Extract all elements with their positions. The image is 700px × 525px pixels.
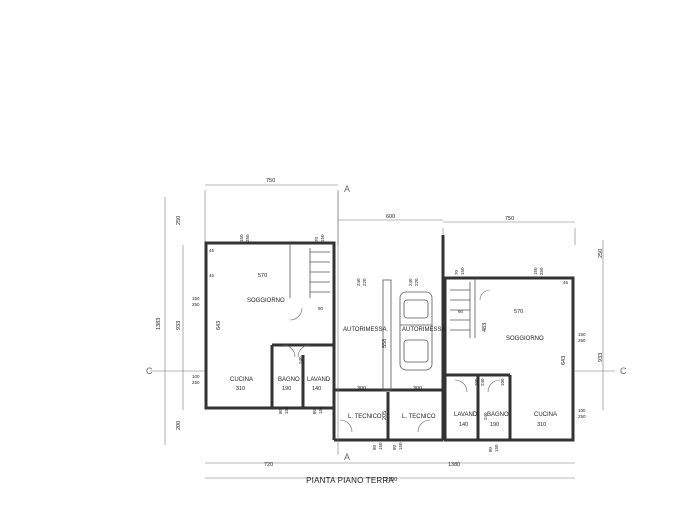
dim-w150-e: 150 [494, 444, 499, 452]
garage-walls [332, 235, 445, 442]
dim-left-200: 200 [176, 421, 182, 430]
dim-w80-a: 80 [278, 408, 283, 414]
dim-top-750-left: 750 [266, 178, 275, 184]
section-mark-c-left: C [146, 366, 153, 376]
dim-w90-left: 90 [318, 306, 324, 311]
dim-w45-left: 45 [209, 273, 215, 278]
dim-o100-left: 100 [192, 374, 200, 379]
dim-o250-top-l: 250 [245, 234, 250, 242]
dim-h643-right: 643 [561, 356, 567, 365]
room-cucina-left: CUCINA [230, 377, 253, 383]
dim-w100-bagno: 100 [474, 378, 479, 386]
dim-o150b-top-l: 150 [320, 234, 325, 242]
room-autorimessa-overlap: AUTORIMESSA [402, 327, 446, 333]
dim-h240-right: 240 [483, 412, 488, 420]
room-bagno-right: BAGNO [487, 412, 509, 418]
dim-right-933: 933 [598, 353, 604, 362]
room-lavand-left: LAVAND [307, 377, 331, 383]
dim-o250b-right: 250 [578, 414, 586, 419]
dim-bottom-2100: 2100 [385, 477, 397, 483]
dim-left-933: 933 [176, 321, 182, 330]
dim-w80-b: 80 [312, 408, 317, 414]
left-unit-walls [204, 241, 336, 410]
dim-right-250: 250 [598, 249, 604, 258]
dim-o250b-left: 250 [192, 380, 200, 385]
dim-w570-left: 570 [258, 273, 267, 279]
dim-w150-c: 150 [378, 442, 383, 450]
dim-w190-right: 190 [490, 422, 499, 428]
dim-bottom-1380: 1380 [448, 462, 460, 468]
dim-h483: 483 [482, 323, 488, 332]
section-mark-a-top: A [344, 184, 350, 194]
dim-top-750-right: 750 [505, 216, 514, 222]
room-autorimessa: AUTORIMESSA [343, 327, 387, 333]
dim-h240-b: 240 [408, 278, 413, 286]
dim-w45-left-b: 45 [209, 248, 215, 253]
dim-o100-right: 100 [578, 408, 586, 413]
dim-w300-a: 300 [357, 386, 366, 392]
car-icon [399, 291, 433, 371]
dim-w240-bagno: 240 [480, 378, 485, 386]
dim-h643-left: 643 [216, 321, 222, 330]
dim-h220-a: 220 [362, 278, 367, 286]
dim-w90-right: 90 [458, 309, 464, 314]
room-bagno-left: BAGNO [278, 377, 300, 383]
dim-left-1383: 1383 [156, 318, 162, 330]
dim-o150-top-l: 150 [239, 234, 244, 242]
room-l-tecnico-2: L. TECNICO [402, 414, 436, 420]
room-l-tecnico-1: L. TECNICO [348, 414, 382, 420]
dim-h240-bagno: 240 [298, 356, 303, 364]
dim-o150-top-r: 150 [533, 267, 538, 275]
dim-o150-left: 150 [192, 296, 200, 301]
dim-o250-left: 250 [192, 302, 200, 307]
dim-o150b-top-r: 150 [460, 267, 465, 275]
dim-w80-e: 80 [488, 446, 493, 452]
right-unit-walls [443, 276, 575, 442]
dim-o250-top-r: 250 [539, 267, 544, 275]
dim-w100-right-b: 100 [500, 378, 505, 386]
dim-w80-d: 80 [392, 444, 397, 450]
dim-o70-top-r: 70 [454, 269, 459, 275]
door-swings [282, 289, 501, 433]
plan-caption: PIANTA PIANO TERRA [306, 476, 394, 485]
dim-o250-right: 250 [578, 338, 586, 343]
room-cucina-right: CUCINA [534, 412, 557, 418]
dim-w150-d: 150 [398, 442, 403, 450]
dim-o150-right: 150 [578, 332, 586, 337]
dim-w190-left: 190 [282, 386, 291, 392]
dim-h240-a: 240 [356, 278, 361, 286]
room-soggiorno-left: SOGGIORNO [247, 298, 285, 304]
dim-h220-b: 220 [414, 278, 419, 286]
dim-bottom-720: 720 [264, 462, 273, 468]
dim-w570-right: 570 [514, 309, 523, 315]
dim-w140-left: 140 [312, 386, 321, 392]
room-soggiorno-right: SOGGIORNO [506, 336, 544, 342]
dim-w45-right: 45 [563, 280, 569, 285]
dim-left-250: 250 [176, 216, 182, 225]
dim-o70-top-l: 70 [314, 236, 319, 242]
section-mark-c-right: C [620, 366, 627, 376]
dim-top-600: 600 [386, 214, 395, 220]
dim-h205: 205 [382, 411, 388, 420]
dim-w80-c: 80 [372, 444, 377, 450]
dim-w300-b: 300 [413, 386, 422, 392]
dim-w140-right: 140 [459, 422, 468, 428]
room-lavand-right: LAVAND [454, 412, 478, 418]
dim-w310-left: 310 [236, 386, 245, 392]
section-mark-a-bottom: A [344, 452, 350, 462]
dim-w310-right: 310 [537, 422, 546, 428]
dim-w150-a: 150 [284, 406, 289, 414]
dim-w150-b: 150 [318, 406, 323, 414]
dim-h558: 558 [382, 339, 388, 348]
